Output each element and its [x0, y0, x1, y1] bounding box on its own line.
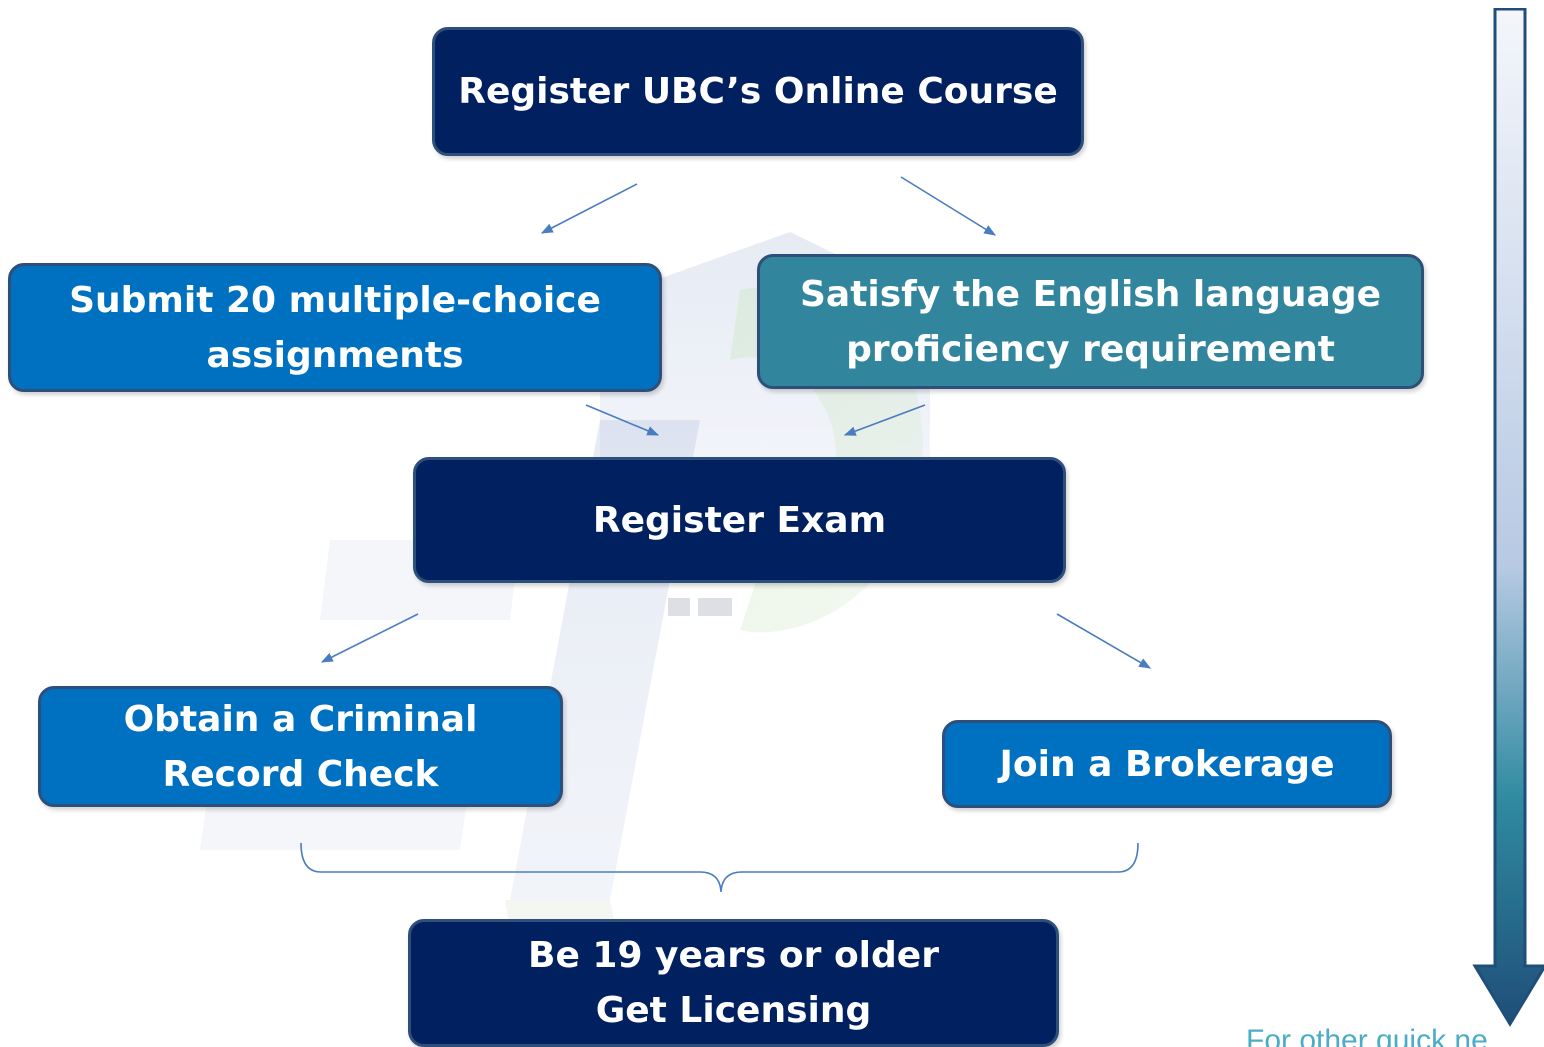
arrow-english-to-exam: [843, 404, 926, 436]
arrow-exam-to-criminal: [320, 613, 419, 663]
step-criminal-record-check-line-1: Obtain a Criminal: [123, 698, 478, 740]
step-english-requirement-line-1: Satisfy the English language: [799, 273, 1382, 315]
arrow-course-to-assignments: [540, 183, 638, 234]
step-submit-assignments-line-2: assignments: [206, 334, 464, 376]
step-register-course-label: Register UBC’s Online Course: [458, 71, 1058, 112]
step-register-course: Register UBC’s Online Course: [432, 27, 1084, 156]
step-get-licensing-line-1: Be 19 years or older: [528, 935, 939, 976]
merge-bracket: [300, 842, 1139, 893]
step-join-brokerage-label: Join a Brokerage: [999, 743, 1335, 785]
step-criminal-record-check: Obtain a Criminal Record Check: [38, 686, 563, 807]
step-submit-assignments: Submit 20 multiple-choice assignments: [8, 263, 662, 392]
step-join-brokerage: Join a Brokerage: [942, 720, 1392, 808]
step-criminal-record-check-line-2: Record Check: [162, 753, 439, 795]
arrow-course-to-english: [900, 176, 997, 236]
step-register-exam-label: Register Exam: [592, 499, 887, 541]
step-english-requirement: Satisfy the English language proficiency…: [757, 254, 1424, 389]
step-english-requirement-line-2: proficiency requirement: [846, 328, 1335, 370]
footer-link-text: For other quick ne: [1246, 1024, 1488, 1047]
step-get-licensing-line-2: Get Licensing: [595, 990, 872, 1031]
progress-down-arrow: [1472, 8, 1544, 1027]
step-get-licensing: Be 19 years or older Get Licensing: [408, 919, 1059, 1047]
step-register-exam: Register Exam: [413, 457, 1066, 583]
arrow-assignments-to-exam: [585, 404, 660, 436]
step-submit-assignments-line-1: Submit 20 multiple-choice: [69, 279, 601, 321]
arrow-exam-to-brokerage: [1056, 613, 1152, 669]
